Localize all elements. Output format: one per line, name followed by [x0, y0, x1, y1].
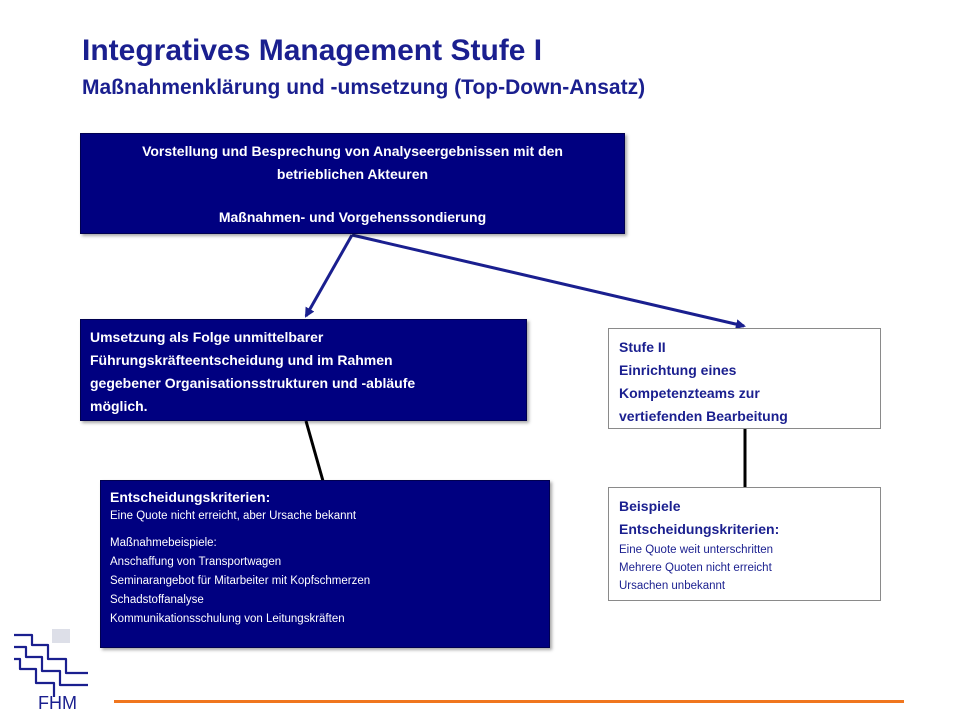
entscheidung-heading: Entscheidungskriterien: [110, 489, 271, 505]
umsetzung-line-4: möglich. [90, 398, 148, 414]
analysis-line-1: Vorstellung und Besprechung von Analysee… [142, 143, 563, 159]
analysis-line-2: betrieblichen Akteuren [276, 166, 429, 182]
stufe2-box: Stufe II Einrichtung eines Kompetenzteam… [608, 328, 881, 429]
umsetzung-box: Umsetzung als Folge unmittelbarer Führun… [80, 319, 527, 421]
analysis-box: Vorstellung und Besprechung von Analysee… [80, 133, 625, 234]
example-item: Kommunikationsschulung von Leitungskräft… [110, 613, 345, 625]
examples-heading: Maßnahmebeispiele: [110, 537, 217, 549]
beispiele-item: Eine Quote weit unterschritten [619, 544, 774, 556]
entscheidung-criterion: Eine Quote nicht erreicht, aber Ursache … [110, 510, 357, 522]
umsetzung-line-3: gegebener Organisationsstrukturen und -a… [90, 375, 416, 391]
page-subtitle: Maßnahmenklärung und -umsetzung (Top-Dow… [82, 76, 646, 99]
example-item: Anschaffung von Transportwagen [110, 556, 282, 568]
beispiele-item: Ursachen unbekannt [619, 580, 726, 592]
fhm-logo: FHM [14, 629, 88, 713]
beispiele-line-2: Entscheidungskriterien: [619, 521, 780, 537]
logo-text: FHM [38, 693, 77, 713]
stufe2-line-3: Kompetenzteams zur [619, 385, 760, 401]
connector-umsetzung-entscheidung [304, 420, 325, 482]
stufe2-line-1: Stufe II [619, 339, 666, 355]
umsetzung-line-1: Umsetzung als Folge unmittelbarer [90, 329, 324, 345]
entscheidung-box: Entscheidungskriterien: Eine Quote nicht… [100, 480, 550, 648]
stufe2-line-2: Einrichtung eines [619, 362, 737, 378]
example-item: Schadstoffanalyse [110, 594, 204, 606]
arrow-to-stufe2 [351, 233, 746, 330]
example-item: Seminarangebot für Mitarbeiter mit Kopfs… [110, 575, 371, 587]
stufe2-line-4: vertiefenden Bearbeitung [619, 408, 788, 424]
umsetzung-line-2: Führungskräfteentscheidung und im Rahmen [90, 352, 393, 368]
analysis-line-3: Maßnahmen- und Vorgehenssondierung [218, 209, 487, 225]
beispiele-item: Mehrere Quoten nicht erreicht [619, 562, 772, 574]
beispiele-line-1: Beispiele [619, 498, 681, 514]
footer-divider [114, 700, 904, 703]
beispiele-box: Beispiele Entscheidungskriterien: Eine Q… [608, 487, 881, 601]
page-title: Integratives Management Stufe I [82, 34, 543, 67]
arrow-to-umsetzung [304, 234, 354, 318]
